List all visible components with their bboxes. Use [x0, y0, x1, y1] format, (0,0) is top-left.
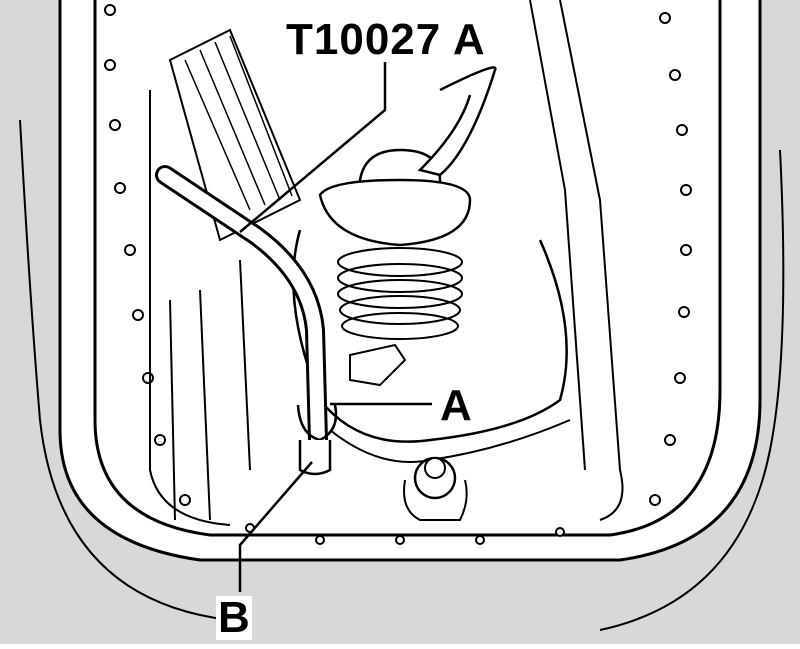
compartment-left — [149, 90, 231, 526]
compartment-right-inner — [529, 0, 586, 471]
compartment-right — [559, 0, 624, 521]
rivets-left — [104, 4, 191, 506]
tool-rod-fill — [158, 168, 325, 447]
housing-contour — [19, 119, 231, 621]
bolt-head — [424, 457, 446, 479]
bracket-left — [169, 259, 251, 521]
housing-contour-right — [599, 149, 785, 631]
rivets-right — [649, 12, 692, 506]
tool-label: T10027 A — [282, 18, 490, 62]
part-a-label: A — [438, 381, 474, 430]
leader-b — [238, 461, 313, 592]
bolt-base — [403, 479, 468, 521]
filler-flange — [318, 178, 472, 247]
filler-bellows — [337, 247, 463, 340]
part-b-label: B — [216, 593, 252, 642]
hose-guide — [417, 66, 497, 177]
small-hose — [349, 343, 407, 387]
ribs-hatching — [184, 35, 293, 211]
tank-body — [292, 229, 568, 443]
leader-tool — [239, 62, 387, 233]
rivets-bottom — [245, 523, 565, 545]
housing-rim — [58, 0, 762, 562]
